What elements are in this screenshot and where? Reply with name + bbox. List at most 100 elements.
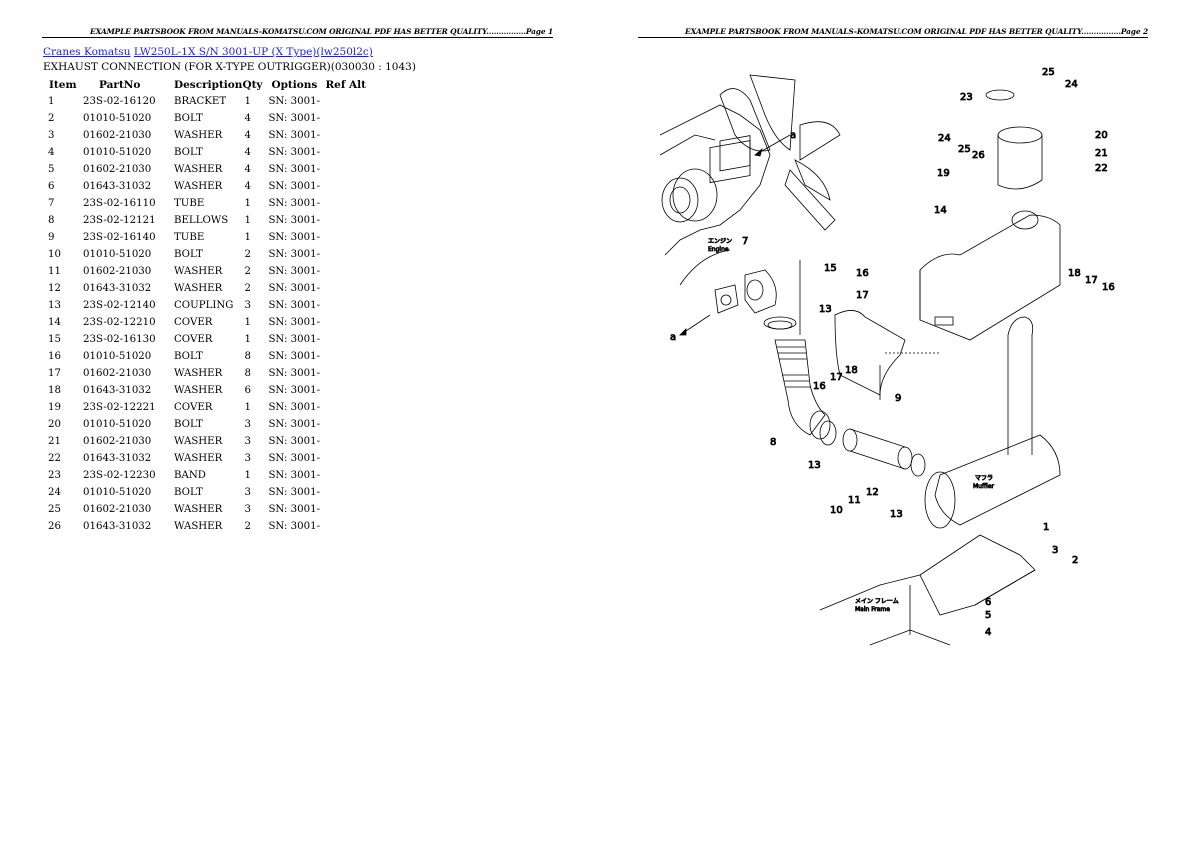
cell-ref-alt	[325, 246, 366, 263]
cell-description: TUBE	[174, 232, 205, 243]
svg-text:16: 16	[1102, 282, 1115, 293]
cell-options: SN: 3001-	[268, 402, 321, 413]
svg-text:23: 23	[960, 92, 973, 103]
cell-item: 6	[48, 181, 55, 192]
cell-qty: 1	[244, 334, 251, 345]
cell-qty: 4	[244, 113, 251, 124]
cell-partno: 01602-21030	[83, 368, 152, 379]
cell-qty: 4	[244, 181, 251, 192]
svg-text:25: 25	[1042, 67, 1055, 78]
cell-ref-alt	[325, 450, 366, 467]
cell-partno: 01010-51020	[83, 419, 152, 430]
muffler	[924, 434, 1061, 529]
cell-qty: 4	[244, 164, 251, 175]
svg-text:6: 6	[985, 597, 991, 608]
cell-qty: 1	[244, 96, 251, 107]
cell-partno: 01602-21030	[83, 164, 152, 175]
cover-14	[919, 210, 1061, 341]
cell-qty: 3	[244, 419, 251, 430]
cell-ref-alt	[325, 212, 366, 229]
cell-ref-alt	[325, 501, 366, 518]
cell-item: 25	[48, 504, 61, 515]
cell-ref-alt	[325, 365, 366, 382]
cell-qty: 3	[244, 487, 251, 498]
exhaust-pipe	[1007, 316, 1034, 455]
cell-item: 11	[48, 266, 61, 277]
cell-item: 24	[48, 487, 61, 498]
cell-qty: 2	[244, 283, 251, 294]
cell-description: BOLT	[174, 351, 203, 362]
cell-options: SN: 3001-	[268, 215, 321, 226]
svg-text:20: 20	[1095, 130, 1108, 141]
cell-options: SN: 3001-	[268, 487, 321, 498]
table-header-row: Item PartNo Description Qty Options Ref …	[43, 77, 366, 93]
cell-ref-alt	[325, 297, 366, 314]
cell-options: SN: 3001-	[268, 351, 321, 362]
cell-options: SN: 3001-	[268, 436, 321, 447]
cell-qty: 3	[244, 504, 251, 515]
cell-partno: 01602-21030	[83, 130, 152, 141]
cell-partno: 23S-02-12140	[83, 300, 156, 311]
cell-item: 26	[48, 521, 61, 532]
cell-qty: 2	[244, 249, 251, 260]
svg-text:18: 18	[845, 365, 858, 376]
cell-options: SN: 3001-	[268, 504, 321, 515]
col-header-item: Item	[49, 79, 77, 91]
cell-qty: 1	[244, 198, 251, 209]
cell-description: BELLOWS	[174, 215, 229, 226]
cell-ref-alt	[325, 229, 366, 246]
cell-item: 19	[48, 402, 61, 413]
col-header-ref-alt: Ref Alt	[325, 79, 367, 91]
cell-qty: 1	[244, 402, 251, 413]
svg-text:8: 8	[770, 437, 776, 448]
svg-text:17: 17	[1085, 275, 1098, 286]
svg-text:5: 5	[985, 610, 991, 621]
col-header-description: Description	[174, 79, 243, 91]
cell-description: WASHER	[174, 164, 223, 175]
cell-ref-alt	[325, 280, 366, 297]
cell-qty: 1	[244, 232, 251, 243]
cell-description: TUBE	[174, 198, 205, 209]
cell-description: WASHER	[174, 368, 223, 379]
cell-options: SN: 3001-	[268, 198, 321, 209]
cell-partno: 01602-21030	[83, 436, 152, 447]
cell-ref-alt	[325, 178, 366, 195]
svg-text:11: 11	[848, 495, 861, 506]
bellows-8	[774, 339, 831, 440]
section-title: EXHAUST CONNECTION (FOR X-TYPE OUTRIGGER…	[43, 61, 416, 73]
cell-ref-alt	[325, 518, 366, 535]
svg-text:2: 2	[1072, 555, 1078, 566]
cell-item: 20	[48, 419, 61, 430]
cell-qty: 3	[244, 453, 251, 464]
cell-partno: 01010-51020	[83, 147, 152, 158]
cell-qty: 4	[244, 147, 251, 158]
cell-options: SN: 3001-	[268, 521, 321, 532]
cell-description: WASHER	[174, 266, 223, 277]
breadcrumb-link-model[interactable]: LW250L-1X S/N 3001-UP (X Type)(lw250l2c)	[133, 46, 373, 58]
bracket-1	[819, 534, 1036, 646]
breadcrumb-link-cranes-komatsu[interactable]: Cranes Komatsu	[43, 46, 131, 58]
cell-item: 5	[48, 164, 55, 175]
svg-text:13: 13	[819, 304, 832, 315]
cell-qty: 2	[244, 266, 251, 277]
cell-ref-alt	[325, 263, 366, 280]
engine-fan-illustration	[659, 74, 841, 335]
cell-qty: 6	[244, 385, 251, 396]
cell-qty: 1	[244, 317, 251, 328]
